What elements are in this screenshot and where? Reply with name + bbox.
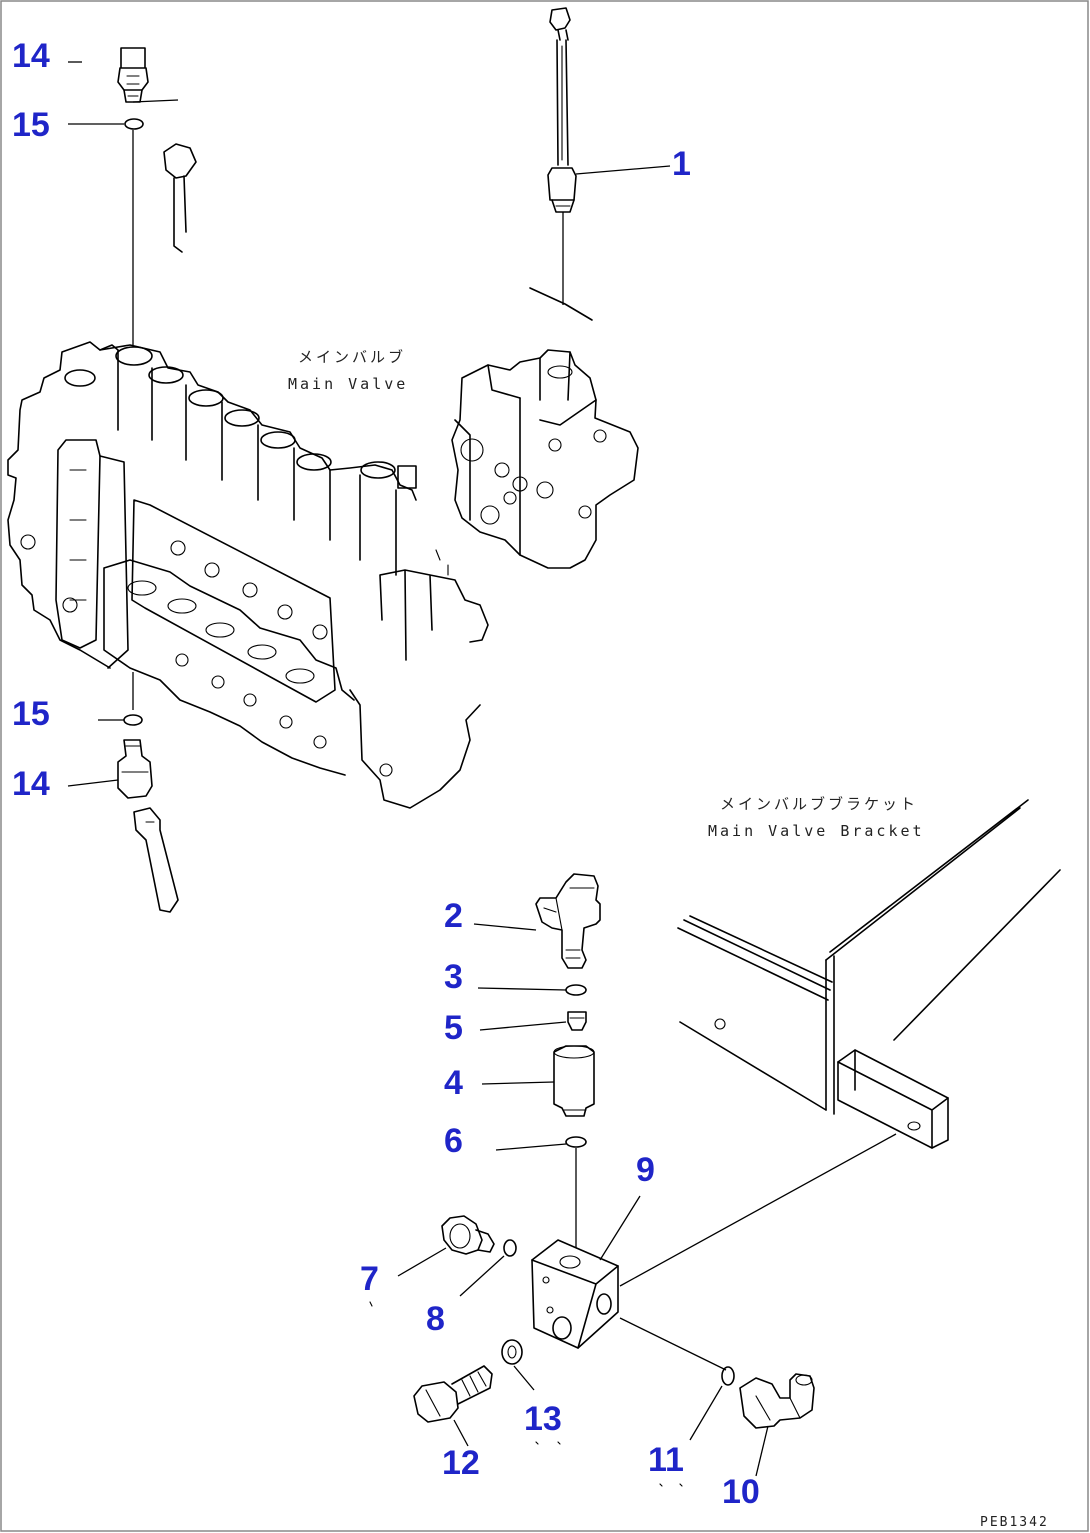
callout-2: 2 (444, 897, 463, 935)
bracket-caption-jp: メインバルブブラケット (720, 795, 918, 813)
service-valve-drawing (451, 349, 639, 569)
part-2-tee-fitting (535, 873, 601, 969)
callout-5: 5 (444, 1009, 463, 1047)
callout-13: 13 (524, 1400, 562, 1438)
main-valve-bracket-drawing (677, 799, 1061, 1149)
part-7-plug (441, 1215, 495, 1255)
callout-15-top: 15 (12, 106, 50, 144)
block-to-elbow-line (619, 1317, 727, 1371)
main-valve-caption-en: Main Valve (288, 375, 408, 393)
callout-9: 9 (636, 1151, 655, 1189)
drawing-code: PEB1342 (980, 1515, 1049, 1530)
callout-14-top: 14 (12, 37, 50, 75)
callout-12: 12 (442, 1444, 480, 1482)
block-to-bracket-line (619, 1133, 897, 1287)
part-4-adapter (553, 1045, 595, 1117)
part-14-lower-sensor (117, 672, 179, 913)
part-11-o-ring (721, 1366, 735, 1386)
part-5-orifice (567, 1011, 587, 1031)
part-6-o-ring (565, 1136, 587, 1148)
part-13-washer (501, 1339, 523, 1365)
callout-3: 3 (444, 958, 463, 996)
callout-4: 4 (444, 1064, 463, 1102)
part-8-o-ring (503, 1239, 517, 1257)
part-9-block (531, 1239, 619, 1349)
leader-lines (67, 61, 769, 1487)
main-valve-caption-jp: メインバルブ (298, 348, 406, 366)
part-12-bolt (413, 1365, 493, 1423)
callout-7: 7 (360, 1260, 379, 1298)
callout-11: 11 (648, 1441, 684, 1479)
part-14-upper-sensor (117, 47, 197, 345)
bracket-caption-en: Main Valve Bracket (708, 822, 925, 840)
callout-10: 10 (722, 1473, 760, 1511)
callout-8: 8 (426, 1300, 445, 1338)
callout-numbers: 14 15 1 15 14 2 3 5 4 6 9 7 8 13 12 11 1… (12, 37, 760, 1511)
callout-15-bottom: 15 (12, 695, 50, 733)
callout-6: 6 (444, 1122, 463, 1160)
part-1-pressure-switch (529, 7, 593, 321)
callout-14-bottom: 14 (12, 765, 50, 803)
main-valve-drawing (7, 341, 489, 809)
part-10-elbow (739, 1373, 815, 1429)
part-3-o-ring (565, 984, 587, 996)
callout-1: 1 (672, 145, 691, 183)
